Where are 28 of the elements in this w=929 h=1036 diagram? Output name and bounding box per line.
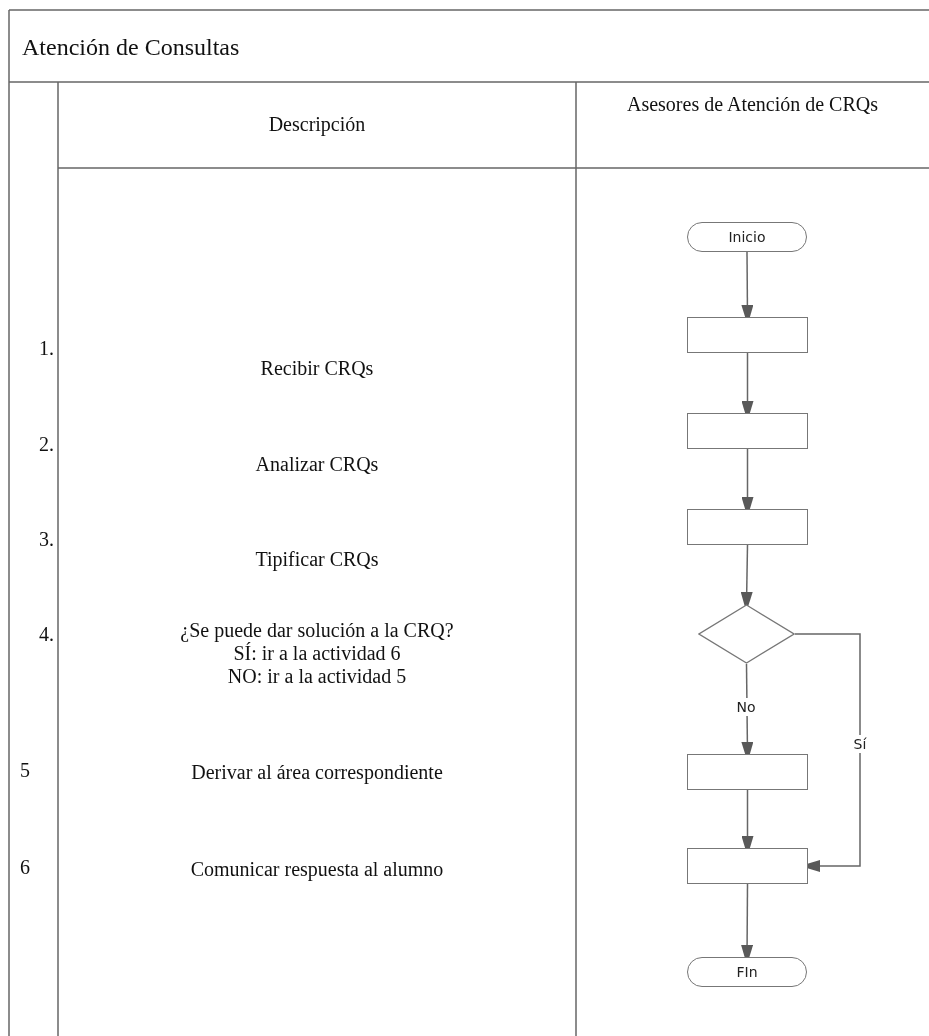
step-number: 5 bbox=[20, 758, 31, 782]
table-title: Atención de Consultas bbox=[22, 34, 240, 61]
step-description: Derivar al área correspondiente bbox=[190, 760, 444, 784]
step-description: Comunicar respuesta al alumno bbox=[189, 857, 445, 881]
step-description: ¿Se puede dar solución a la CRQ? bbox=[179, 618, 455, 642]
decision-diamond bbox=[698, 604, 795, 664]
terminator-shape: FIn bbox=[687, 957, 807, 987]
step-description: Tipificar CRQs bbox=[254, 547, 380, 571]
step-description: Analizar CRQs bbox=[254, 452, 380, 476]
edge-label: Sí bbox=[853, 734, 867, 754]
step-description: SÍ: ir a la actividad 6 bbox=[233, 642, 402, 665]
step-description: Recibir CRQs bbox=[259, 356, 375, 380]
column-header: Descripción bbox=[267, 112, 367, 136]
step-number: 2. bbox=[38, 432, 54, 456]
column-header: Asesores de Atención de CRQs bbox=[625, 92, 880, 116]
process-box bbox=[687, 317, 808, 353]
step-number: 6 bbox=[20, 855, 31, 879]
process-box bbox=[687, 509, 808, 545]
step-number: 4. bbox=[38, 622, 54, 646]
terminator-shape: Inicio bbox=[687, 222, 807, 252]
edge-label: No bbox=[736, 697, 756, 717]
arrow bbox=[794, 633, 861, 872]
process-box bbox=[687, 848, 808, 884]
step-description: NO: ir a la actividad 5 bbox=[226, 664, 408, 688]
process-box bbox=[687, 754, 808, 790]
process-box bbox=[687, 413, 808, 449]
step-number: 3. bbox=[38, 527, 54, 551]
step-number: 1. bbox=[38, 336, 54, 360]
